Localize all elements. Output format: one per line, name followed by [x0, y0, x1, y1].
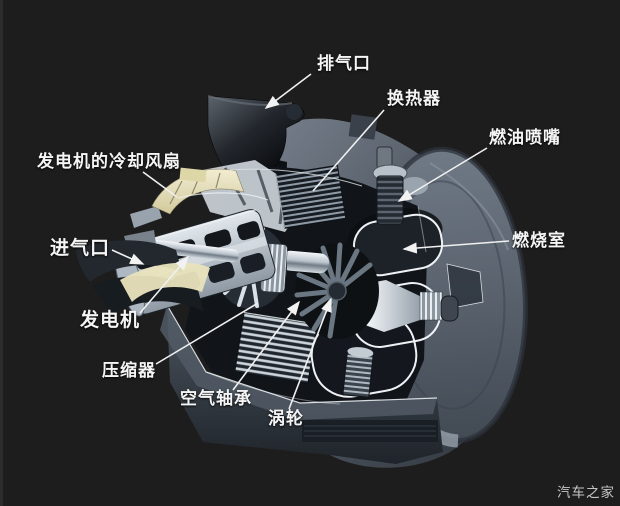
label-turbine: 涡轮 [268, 409, 304, 428]
leader-line-combustion-chamber [402, 240, 510, 254]
leader-line-air-bearing [232, 300, 300, 391]
label-combustion-chamber: 燃烧室 [512, 231, 566, 250]
cutaway-outline-accents [177, 168, 427, 405]
leader-line-generator [139, 255, 190, 314]
leader-line-fuel-nozzle [397, 147, 488, 202]
label-air-intake: 进气口 [50, 238, 111, 259]
label-compressor: 压缩器 [102, 361, 156, 380]
heat-exchanger-fins-upper [275, 164, 347, 229]
generator-shaft [143, 239, 239, 263]
fuel-injector [372, 146, 428, 225]
bottom-casing [160, 304, 443, 464]
label-heat-exchanger: 换热器 [387, 89, 441, 108]
leader-line-heat-exchanger [312, 109, 385, 192]
air-intake-scoop [76, 240, 210, 314]
leader-line-air-intake [111, 249, 145, 265]
leader-line-compressor [155, 302, 259, 365]
leader-line-exhaust-port [264, 73, 312, 109]
label-exhaust-port: 排气口 [317, 54, 371, 73]
label-generator-cooling-fan: 发电机的冷却风扇 [37, 152, 181, 171]
generator-cooling-fan [151, 167, 245, 215]
intake-lip [120, 262, 210, 302]
leader-line-generator-cooling-fan [142, 171, 178, 198]
drive-shaft [280, 250, 330, 274]
watermark-text: 汽车之家 [557, 485, 615, 500]
left-edge-strip [0, 0, 3, 506]
label-fuel-nozzle: 燃油喷嘴 [489, 128, 561, 147]
stator-vane [130, 206, 162, 228]
leader-line-turbine [288, 297, 332, 410]
label-generator: 发电机 [80, 310, 141, 331]
label-air-bearing: 空气轴承 [180, 389, 252, 408]
